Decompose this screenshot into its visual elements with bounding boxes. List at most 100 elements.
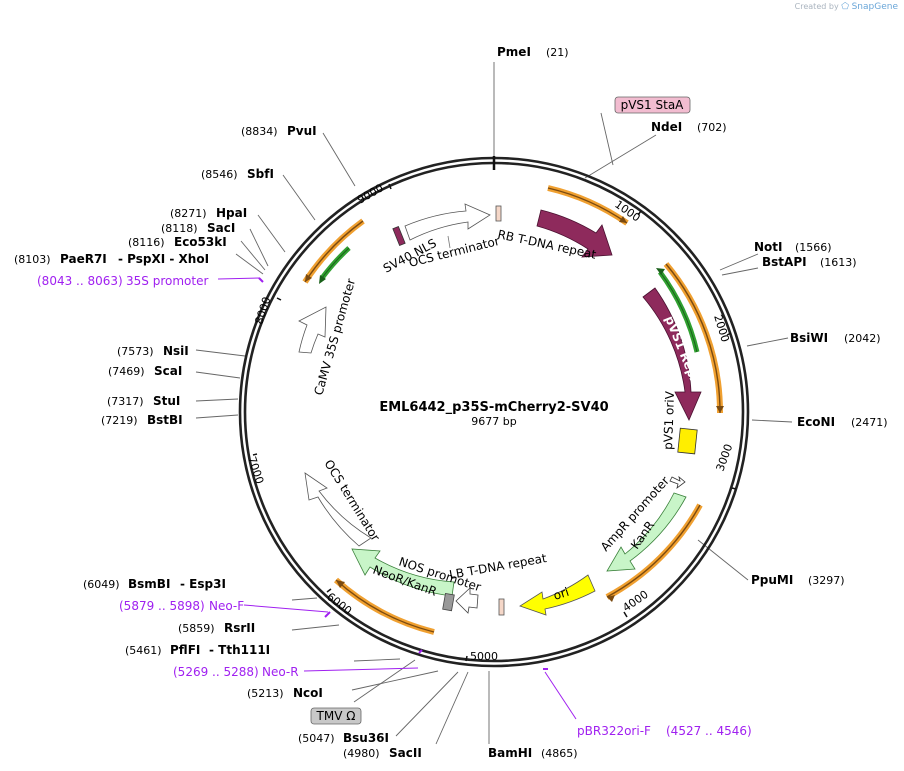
primer-neo-f[interactable]: Neo-F: [209, 599, 244, 613]
rb-tdna-repeat-feature: [495, 205, 502, 222]
site-bsiwi-pos: (2042): [844, 332, 881, 345]
tick-3000: 3000: [714, 442, 736, 473]
pvs1-oriv-feature: [677, 427, 698, 455]
site-rsrii[interactable]: RsrII: [224, 621, 255, 635]
primer-neo-r[interactable]: Neo-R: [262, 665, 299, 679]
site-scai-pos: (7469): [108, 365, 145, 378]
primer-labels[interactable]: (8043 .. 8063) 35S promoter (5879 .. 589…: [37, 274, 752, 738]
site-ppumi-pos: (3297): [808, 574, 845, 587]
pvs1-staa-label: pVS1 StaA: [621, 98, 685, 112]
site-bstbi-pos: (7219): [101, 414, 138, 427]
boxed-labels: pVS1 StaA TMV Ω: [310, 96, 691, 725]
credit-prefix: Created by: [794, 2, 839, 11]
snapgene-credit: Created by ⬠ SnapGene: [795, 2, 898, 12]
site-eco53ki-pos: (8116): [128, 236, 165, 249]
site-ncoi-pos: (5213): [247, 687, 284, 700]
site-sbfi-pos: (8546): [201, 168, 238, 181]
primer-pbr322ori-f-range: (4527 .. 4546): [666, 724, 752, 738]
ampr-promoter-feature: [669, 475, 686, 489]
sv40-nls-feature: [392, 226, 406, 246]
site-noti-pos: (1566): [795, 241, 832, 254]
site-bstbi[interactable]: BstBI: [147, 413, 183, 427]
kanr-feature: [606, 492, 687, 572]
site-pvui[interactable]: PvuI: [287, 124, 317, 138]
label-camv-35s-promoter: CaMV 35S promoter: [311, 277, 358, 397]
tick-marks: [252, 183, 737, 662]
restriction-site-labels[interactable]: PmeI (21) NdeI (702) NotI (1566) BstAPI …: [14, 45, 888, 760]
site-eco53ki[interactable]: Eco53kI: [174, 235, 227, 249]
label-ocs-terminator-upper: OCS terminator: [407, 234, 501, 270]
site-stui-pos: (7317): [107, 395, 144, 408]
primer-marks: [258, 277, 548, 670]
tmv-omega-feature: [442, 592, 455, 612]
site-bsmbi[interactable]: BsmBI: [128, 577, 170, 591]
site-pmei[interactable]: PmeI: [497, 45, 531, 59]
site-stui[interactable]: StuI: [153, 394, 180, 408]
plasmid-length: 9677 bp: [471, 415, 516, 428]
site-ndei-pos: (702): [697, 121, 727, 134]
site-bsu36i-pos: (5047): [298, 732, 335, 745]
tmv-omega-box: [310, 707, 362, 725]
site-ncoi[interactable]: NcoI: [293, 686, 323, 700]
tick-5000: 5000: [470, 650, 498, 663]
site-sbfi[interactable]: SbfI: [247, 167, 274, 181]
site-pflfi-pos: (5461): [125, 644, 162, 657]
tick-8000: 8000: [252, 295, 273, 326]
pvs1-staa-box: [614, 96, 691, 114]
plasmid-name: EML6442_p35S-mCherry2-SV40: [379, 400, 608, 415]
site-econi-pos: (2471): [851, 416, 888, 429]
ori-feature: [519, 574, 596, 616]
site-bstapi-pos: (1613): [820, 256, 857, 269]
site-sacii-pos: (4980): [343, 747, 380, 760]
pvs1-repa-feature: [642, 287, 702, 421]
camv-35s-promoter-feature: [298, 306, 327, 354]
neor-kanr-feature: [351, 548, 455, 597]
nos-promoter-feature: [455, 587, 479, 614]
ocs-terminator-upper-feature: [404, 203, 491, 241]
site-paer7i-pos: (8103): [14, 253, 51, 266]
tmv-omega-label: TMV Ω: [316, 709, 356, 723]
primer-pbr322ori-f[interactable]: pBR322ori-F: [577, 724, 651, 738]
site-bamhi-pos: (4865): [541, 747, 578, 760]
primer-neo-r-range: (5269 .. 5288): [173, 665, 259, 679]
green-orf-arcs: [319, 246, 700, 353]
site-sacii[interactable]: SacII: [389, 746, 422, 760]
site-rsrii-pos: (5859): [178, 622, 215, 635]
site-bamhi[interactable]: BamHI: [488, 746, 532, 760]
snapgene-logo-icon: ⬠: [841, 2, 850, 12]
ocs-terminator-lower-feature: [304, 472, 372, 547]
primer-neo-f-range: (5879 .. 5898): [119, 599, 205, 613]
site-bsu36i[interactable]: Bsu36I: [343, 731, 389, 745]
primer-leader-lines: [217, 277, 577, 720]
site-esp3i[interactable]: - Esp3I: [180, 577, 226, 591]
site-tth111i[interactable]: - Tth111I: [209, 643, 270, 657]
site-bsiwi[interactable]: BsiWI: [790, 331, 828, 345]
site-econi[interactable]: EcoNI: [797, 415, 835, 429]
label-pvs1-oriv: pVS1 oriV: [661, 390, 677, 450]
orf-arrowheads: [305, 216, 724, 602]
site-pvui-pos: (8834): [241, 125, 278, 138]
site-hpai[interactable]: HpaI: [216, 206, 247, 220]
site-pspxi-xhoi[interactable]: - PspXI - XhoI: [118, 252, 209, 266]
credit-brand: SnapGene: [851, 2, 898, 12]
pvs1-staa-feature: [536, 209, 613, 258]
site-ndei[interactable]: NdeI: [651, 120, 682, 134]
site-noti[interactable]: NotI: [754, 240, 783, 254]
site-leader-lines: [195, 62, 793, 745]
primer-35s-range: (8043 .. 8063): [37, 274, 123, 288]
site-bsmbi-pos: (6049): [83, 578, 120, 591]
primer-35s-promoter[interactable]: 35S promoter: [126, 274, 208, 288]
site-saci-pos: (8118): [161, 222, 198, 235]
site-hpai-pos: (8271): [170, 207, 207, 220]
site-bstapi[interactable]: BstAPI: [762, 255, 807, 269]
site-saci[interactable]: SacI: [207, 221, 235, 235]
site-nsii[interactable]: NsiI: [163, 344, 189, 358]
site-pmei-pos: (21): [546, 46, 569, 59]
site-pflfi[interactable]: PflFI: [170, 643, 200, 657]
site-scai[interactable]: ScaI: [154, 364, 182, 378]
label-ori: ori: [552, 585, 571, 603]
site-ppumi[interactable]: PpuMI: [751, 573, 793, 587]
site-paer7i[interactable]: PaeR7I: [60, 252, 107, 266]
tick-9000: 9000: [355, 181, 386, 206]
